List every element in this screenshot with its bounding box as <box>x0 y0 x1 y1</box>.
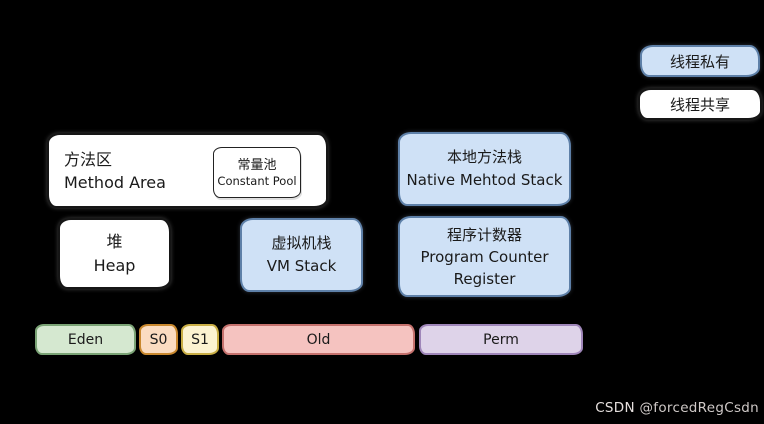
constant-pool-title-zh: 常量池 <box>237 157 277 173</box>
legend-thread-private: 线程私有 <box>640 45 760 77</box>
heap-title-en: Heap <box>93 255 136 275</box>
method-area-title-en: Method Area <box>64 172 166 192</box>
bar-segment-eden: Eden <box>35 324 136 355</box>
method-area-box: 方法区 Method Area 常量池 Constant Pool <box>47 133 328 208</box>
program-counter-title-en: Program Counter Register <box>420 247 549 288</box>
csdn-username-label: @forcedRegCsdn <box>639 400 759 416</box>
bar-segment-eden-label: Eden <box>67 331 104 348</box>
constant-pool-box: 常量池 Constant Pool <box>213 147 301 198</box>
legend-thread-shared-label: 线程共享 <box>669 95 730 114</box>
bar-segment-perm-label: Perm <box>483 331 519 348</box>
program-counter-box: 程序计数器 Program Counter Register <box>398 216 571 297</box>
bar-segment-s1: S1 <box>181 324 219 355</box>
vm-stack-box: 虚拟机栈 VM Stack <box>240 218 363 292</box>
heap-title-zh: 堆 <box>106 231 123 251</box>
vm-stack-title-zh: 虚拟机栈 <box>271 234 332 252</box>
constant-pool-title-en: Constant Pool <box>217 173 297 188</box>
native-method-stack-title-zh: 本地方法栈 <box>446 148 522 166</box>
bar-segment-s0-label: S0 <box>149 331 168 348</box>
legend-thread-shared: 线程共享 <box>638 88 762 120</box>
bar-segment-s0: S0 <box>139 324 178 355</box>
csdn-watermark: CSDN @forcedRegCsdn <box>595 400 759 416</box>
vm-stack-title-en: VM Stack <box>266 257 337 275</box>
native-method-stack-title-en: Native Mehtod Stack <box>406 171 563 189</box>
method-area-title-zh: 方法区 <box>64 149 113 169</box>
program-counter-title-zh: 程序计数器 <box>446 225 522 244</box>
csdn-brand-label: CSDN <box>595 400 635 416</box>
legend-thread-private-label: 线程私有 <box>669 52 730 71</box>
bar-segment-perm: Perm <box>419 324 583 355</box>
native-method-stack-box: 本地方法栈 Native Mehtod Stack <box>398 132 571 206</box>
bar-segment-s1-label: S1 <box>191 331 209 348</box>
heap-box: 堆 Heap <box>58 218 171 289</box>
bar-segment-old: Old <box>222 324 415 355</box>
bar-segment-old-label: Old <box>306 331 331 348</box>
